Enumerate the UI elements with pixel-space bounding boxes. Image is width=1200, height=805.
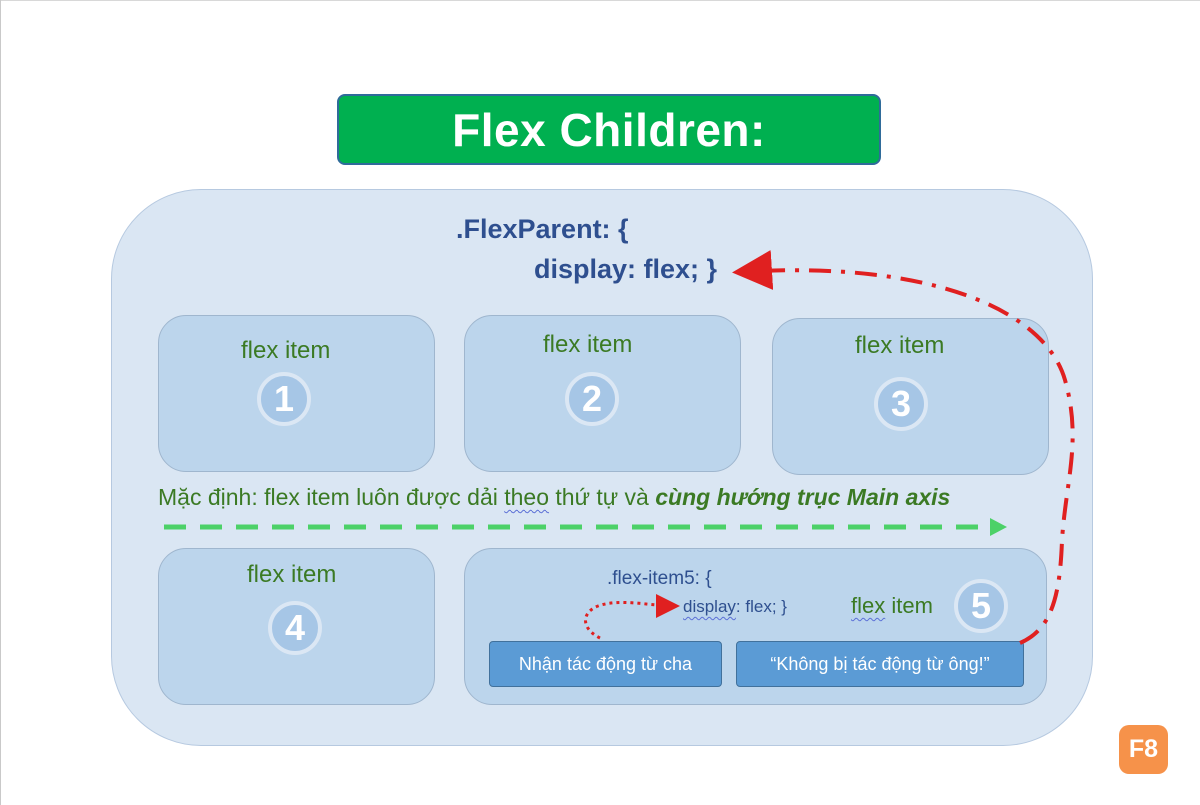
flex-item5-code-line2: display: flex; }	[683, 597, 787, 617]
note-prefix: Mặc định: flex item luôn được dải	[158, 484, 505, 510]
code-display-value: : flex; }	[735, 597, 787, 616]
note-middle: thứ tự và	[549, 484, 656, 510]
flex-item5-code-line1: .flex-item5: {	[607, 568, 712, 589]
flex-item-5-label-underlined: flex	[851, 593, 886, 618]
number-2-icon: 2	[565, 372, 619, 426]
parent-arrow	[584, 593, 680, 640]
number-1-icon: 1	[257, 372, 311, 426]
main-axis-arrowhead	[990, 518, 1007, 536]
not-affected-by-grandparent-box: “Không bị tác động từ ông!”	[736, 641, 1024, 687]
flex-item-4-label: flex item	[247, 561, 337, 588]
code-display-keyword: display	[683, 597, 736, 616]
flex-parent-code-line2: display: flex; }	[534, 254, 718, 284]
flex-item-3: flex item 3	[772, 318, 1049, 475]
title-banner: Flex Children:	[337, 94, 881, 165]
flex-item-2-label: flex item	[543, 331, 633, 358]
flex-item-3-label: flex item	[855, 332, 945, 359]
flex-item-2: flex item 2	[464, 315, 741, 472]
number-5-icon: 5	[954, 579, 1008, 633]
flex-item-5-label: flex item	[851, 593, 933, 619]
grandparent-arrow	[732, 250, 1075, 645]
flex-parent-code-line1: .FlexParent: {	[456, 214, 629, 244]
number-4-icon: 4	[268, 601, 322, 655]
flex-item-1: flex item 1	[158, 315, 435, 472]
note-underlined-word: theo	[504, 484, 550, 510]
page-top-border	[0, 0, 1200, 1]
number-3-icon: 3	[874, 377, 928, 431]
note-emphasis: cùng hướng trục Main axis	[655, 484, 951, 510]
flex-item-4: flex item 4	[158, 548, 435, 705]
flex-item-5-label-rest: item	[885, 593, 933, 618]
inherit-from-parent-box: Nhận tác động từ cha	[489, 641, 722, 687]
flex-item-1-label: flex item	[241, 337, 331, 364]
main-axis-note: Mặc định: flex item luôn được dải theo t…	[158, 484, 950, 511]
f8-logo: F8	[1119, 725, 1168, 774]
page-left-border	[0, 0, 1, 805]
